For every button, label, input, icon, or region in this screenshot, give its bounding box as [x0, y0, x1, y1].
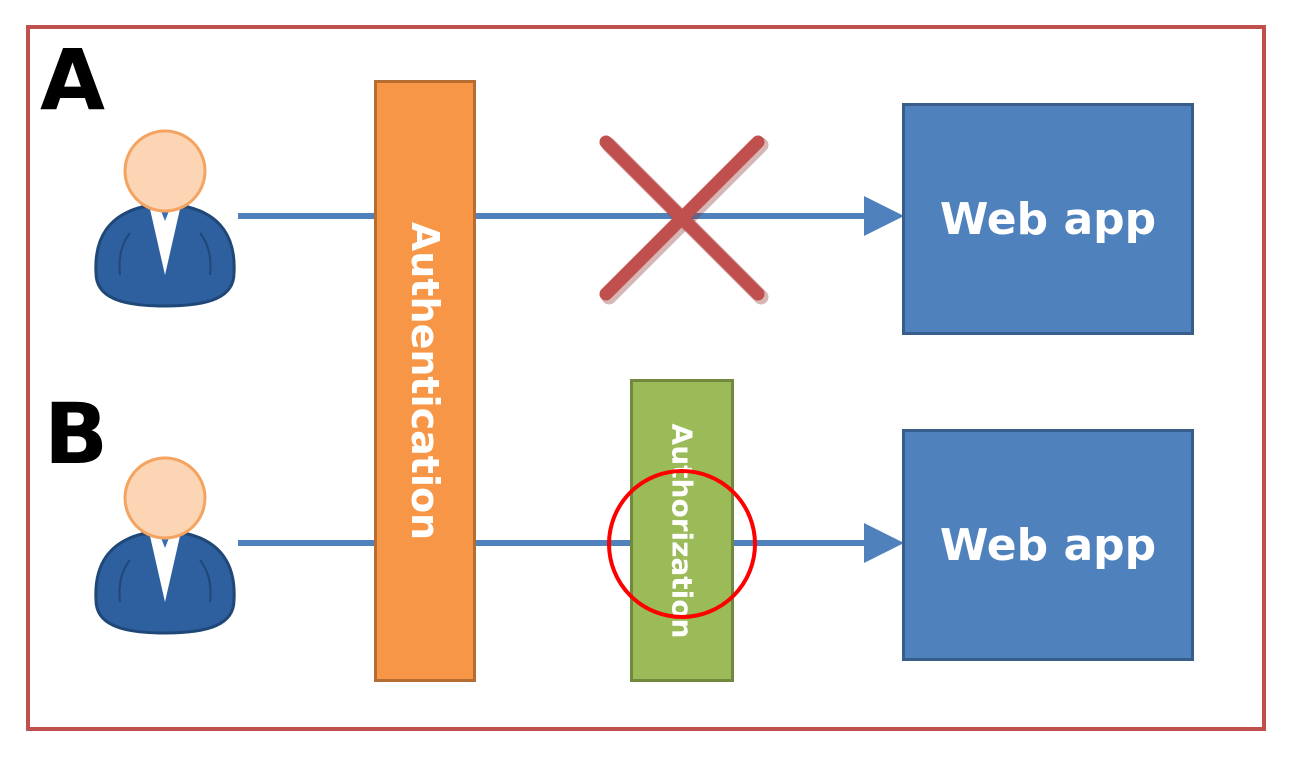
circle-highlight-icon	[606, 468, 758, 620]
user-icon	[90, 452, 240, 637]
web-app-box-a: Web app	[902, 103, 1194, 335]
authorization-gate: Authorization	[630, 379, 734, 682]
row-a-arrow-line	[238, 213, 868, 219]
row-a-label: A	[40, 31, 106, 129]
web-app-label: Web app	[939, 193, 1157, 245]
row-a-arrow-head	[864, 196, 904, 236]
cross-icon	[594, 130, 770, 306]
row-b-arrow-head	[864, 523, 904, 563]
row-b-label: B	[44, 385, 109, 483]
web-app-label: Web app	[939, 519, 1157, 571]
web-app-box-b: Web app	[902, 429, 1194, 661]
authentication-label: Authentication	[403, 221, 447, 541]
row-b-arrow-line	[238, 540, 868, 546]
authentication-gate: Authentication	[374, 80, 476, 682]
diagram-frame	[26, 25, 1266, 731]
user-icon	[90, 125, 240, 310]
